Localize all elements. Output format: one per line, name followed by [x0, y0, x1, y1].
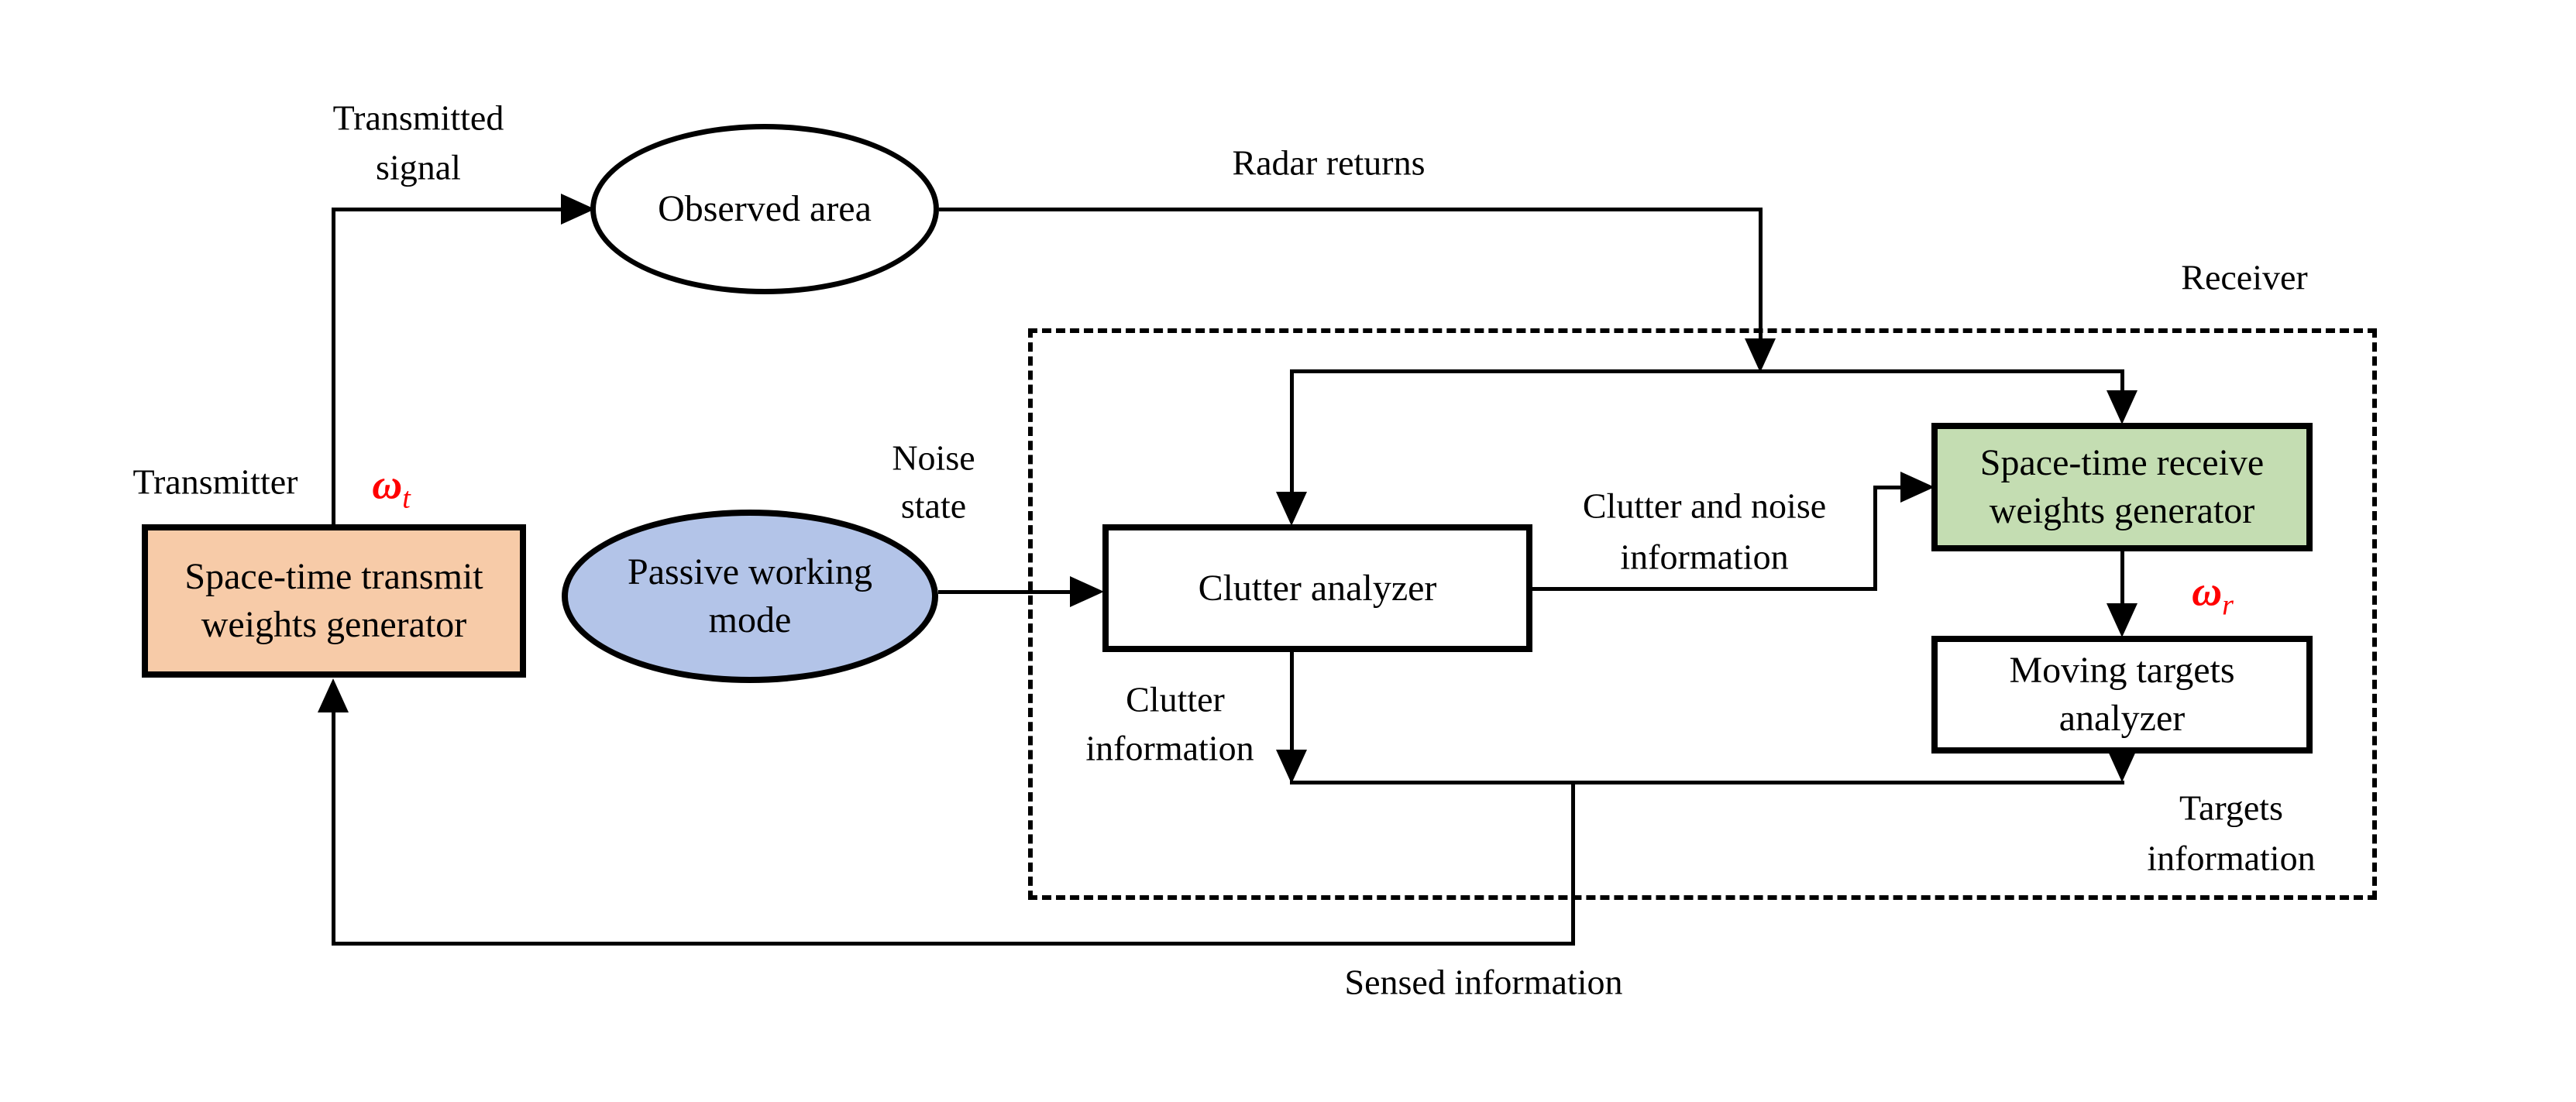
observed-area-label: Observed area [658, 188, 872, 229]
transmitted-signal-label-line2: signal [376, 147, 461, 187]
passive-working-mode-ellipse: Passive working mode [562, 510, 938, 683]
radar-returns-arrowhead [1745, 338, 1776, 372]
omega-r-arrowhead [2107, 603, 2137, 637]
omega-r-symbol: ωr [2192, 568, 2234, 622]
targets-analyzer-line1: Moving targets [2009, 650, 2235, 691]
clutter-info-arrowhead [1276, 750, 1307, 784]
drop-to-receive-line [2120, 369, 2124, 400]
radar-returns-vertical-line [1759, 208, 1763, 345]
noise-state-label-line1: Noise [892, 438, 975, 478]
clutter-noise-out-line [1532, 587, 1877, 591]
receiver-label: Receiver [2181, 257, 2308, 297]
radar-returns-horizontal-line [939, 208, 1763, 211]
transmit-generator-line2: weights generator [201, 604, 467, 645]
passive-working-mode-line1: Passive working [628, 551, 872, 592]
targets-info-label-line2: information [2147, 838, 2316, 878]
clutter-analyzer-box: Clutter analyzer [1102, 524, 1532, 652]
radar-returns-label: Radar returns [1232, 142, 1426, 183]
sensed-info-drop-line [1571, 781, 1575, 946]
drop-to-clutter-line [1290, 369, 1294, 501]
space-time-transmit-weights-generator-box: Space-time transmit weights generator [142, 524, 526, 678]
receiver-dashed-box [1028, 328, 2377, 900]
transmitted-signal-vertical-line [332, 208, 335, 528]
clutter-info-label-line2: information [1085, 728, 1254, 768]
omega-t-symbol: ωt [372, 461, 411, 515]
feedback-arrowhead [318, 678, 349, 712]
transmitted-signal-horizontal-line [332, 208, 564, 211]
passive-working-mode-line2: mode [708, 599, 792, 640]
receive-generator-line1: Space-time receive [1979, 442, 2265, 483]
drop-to-receive-arrowhead [2107, 390, 2137, 424]
clutter-info-label-line1: Clutter [1126, 679, 1225, 719]
clutter-noise-in-line [1873, 486, 1904, 489]
transmitter-label: Transmitter [132, 462, 298, 502]
sensed-info-bottom-line [332, 942, 1575, 946]
distribution-line [1290, 369, 2124, 373]
noise-state-label-line2: state [900, 486, 967, 526]
targets-analyzer-line2: analyzer [2058, 698, 2186, 739]
observed-area-ellipse: Observed area [590, 124, 939, 294]
clutter-analyzer-label: Clutter analyzer [1198, 567, 1437, 609]
clutter-noise-info-label-line1: Clutter and noise [1582, 486, 1827, 526]
transmitted-signal-arrowhead [561, 194, 595, 225]
feedback-rise-line [332, 711, 335, 946]
receive-generator-line2: weights generator [1989, 490, 2255, 531]
noise-state-arrowhead [1070, 576, 1104, 607]
noise-state-line [938, 590, 1073, 594]
sensed-info-label: Sensed information [1344, 962, 1623, 1002]
transmit-generator-line1: Space-time transmit [184, 556, 483, 597]
clutter-noise-rise-line [1873, 486, 1877, 591]
drop-to-clutter-arrowhead [1276, 492, 1307, 526]
clutter-noise-arrowhead [1900, 472, 1935, 503]
targets-info-label-line1: Targets [2179, 788, 2283, 828]
targets-info-arrowhead [2107, 748, 2137, 782]
clutter-noise-info-label-line2: information [1620, 537, 1789, 577]
moving-targets-analyzer-box: Moving targets analyzer [1931, 636, 2313, 754]
clutter-info-line [1290, 652, 1294, 753]
transmitted-signal-label-line1: Transmitted [332, 98, 504, 138]
collector-line [1290, 781, 2124, 784]
space-time-receive-weights-generator-box: Space-time receive weights generator [1931, 423, 2313, 551]
omega-r-line [2120, 551, 2124, 606]
